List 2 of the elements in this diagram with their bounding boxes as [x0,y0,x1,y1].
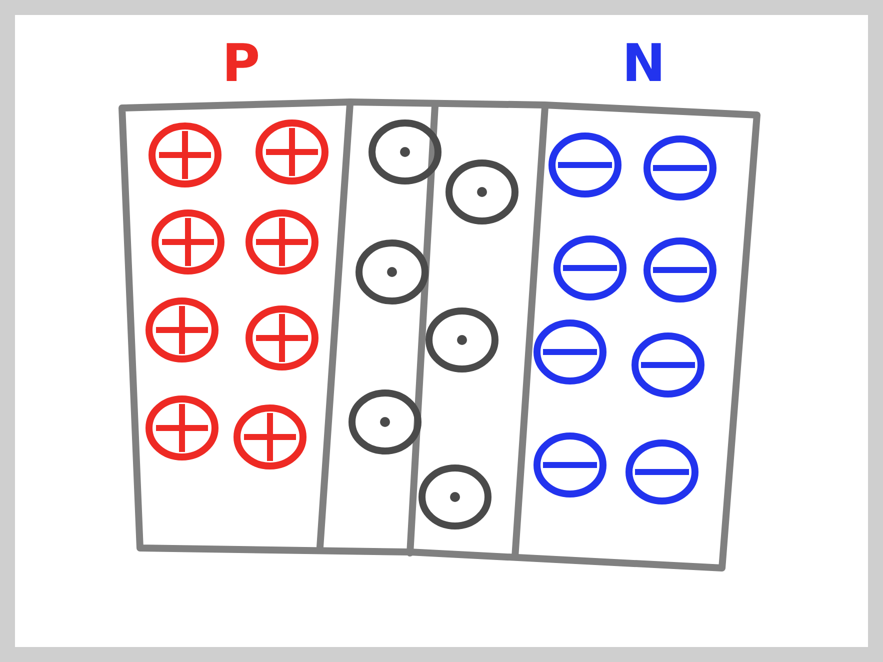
region-label: N [622,38,666,90]
region-label: P [222,38,260,90]
